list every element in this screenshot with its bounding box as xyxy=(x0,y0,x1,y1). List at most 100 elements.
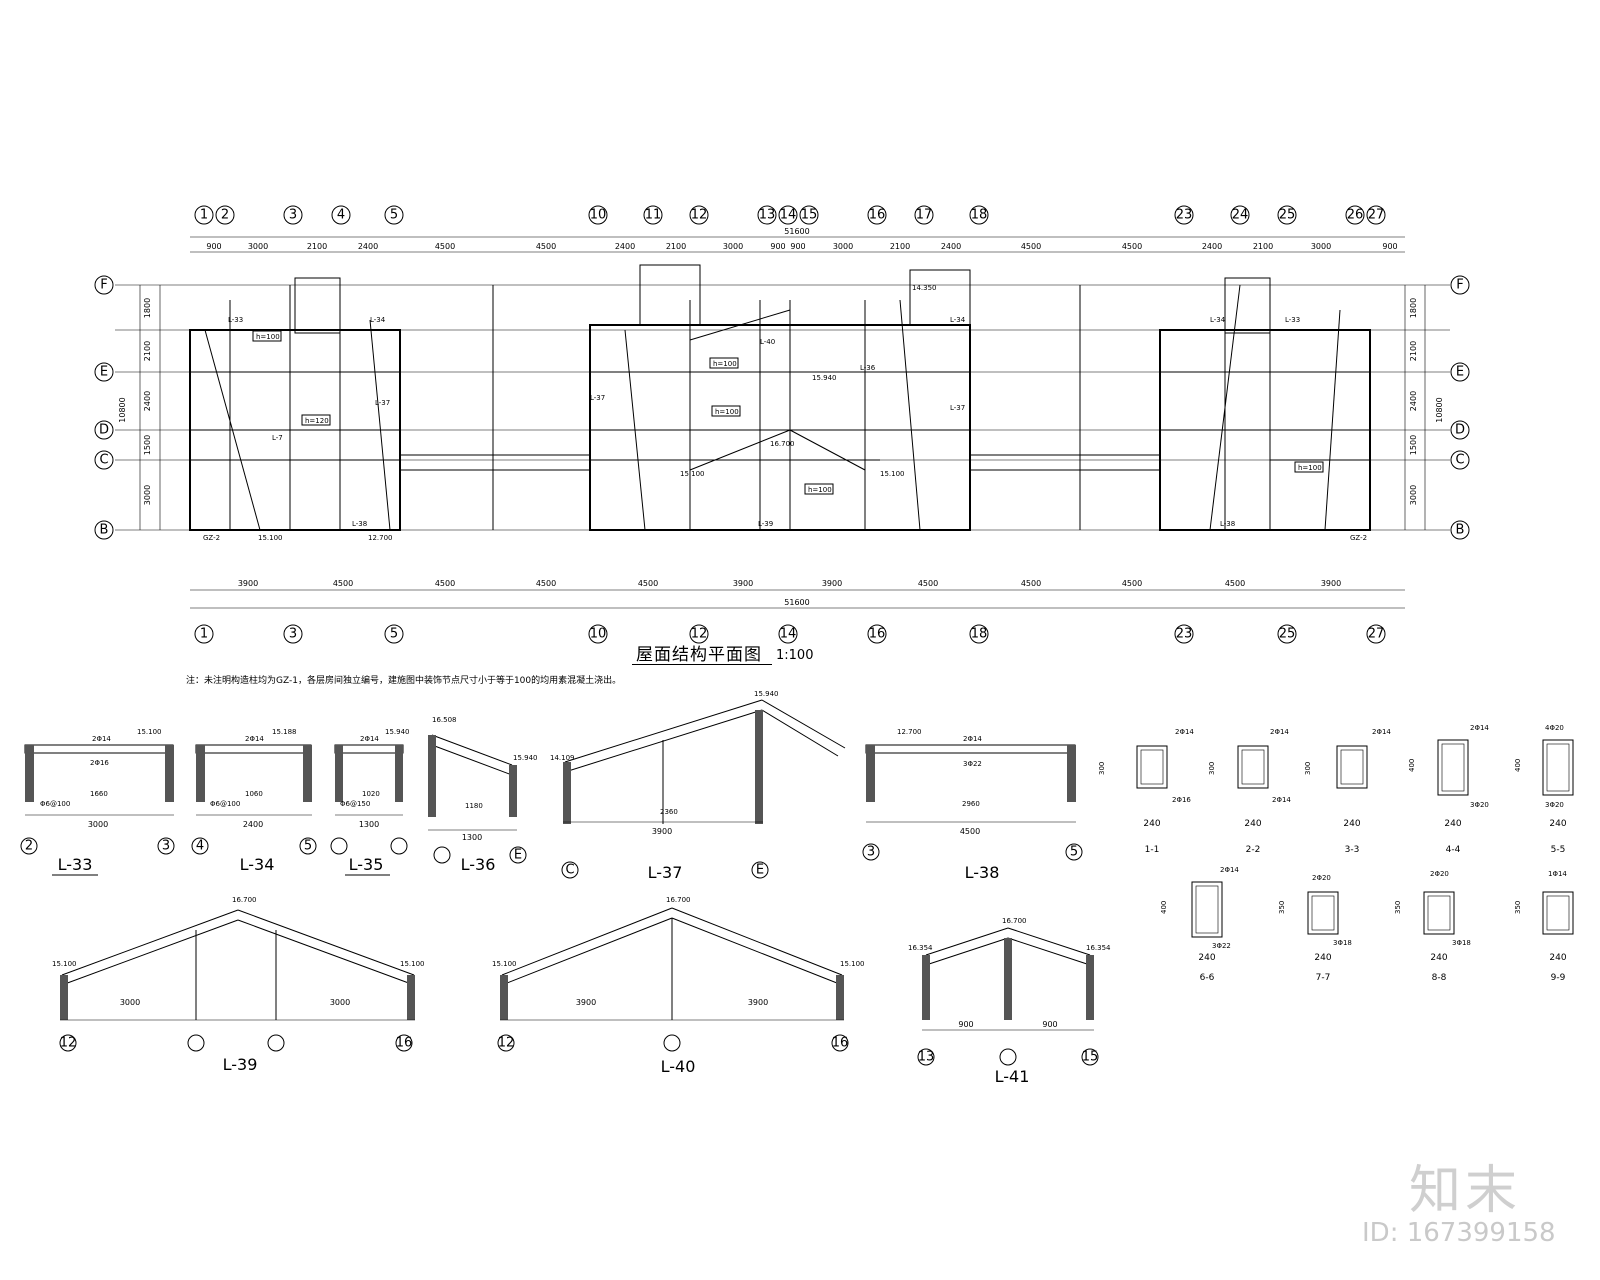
beam-elev: 15.100 xyxy=(492,960,517,968)
dim-text: 2400 xyxy=(1202,242,1222,251)
bottom-axis-bubbles: 1 3 5 10 12 14 16 18 23 25 27 xyxy=(194,624,1386,644)
section-top-bar: 2Φ20 xyxy=(1430,870,1449,878)
beam-tag: L-37 xyxy=(590,394,605,402)
section-top-bar: 4Φ20 xyxy=(1545,724,1564,732)
beam-name: L-36 xyxy=(461,855,496,874)
beam-L37: 3900 15.940 14.109 2360 C E L-37 xyxy=(550,690,846,882)
dim-text: 3000 xyxy=(248,242,268,251)
dim-text: 4500 xyxy=(1122,242,1142,251)
section-height: 350 xyxy=(1514,901,1522,914)
plan-beam-tags: L-33 L-34 L-37 L-38 L-7 L-36 L-39 L-40 G… xyxy=(203,316,1367,542)
beam-top-bar: 2Φ14 xyxy=(963,735,982,743)
axis-bubble: 10 xyxy=(590,627,607,642)
section-top-bar: 2Φ14 xyxy=(1470,724,1489,732)
beam-tag: L-36 xyxy=(860,364,876,372)
beam-elev: 15.940 xyxy=(754,690,779,698)
axis-bubble: C xyxy=(565,863,574,878)
section-bot-bar: 3Φ22 xyxy=(1212,942,1231,950)
beam-L41: 900 900 16.700 16.354 16.354 13 15 L-41 xyxy=(908,917,1111,1086)
section-width: 240 xyxy=(1198,953,1215,963)
axis-bubble: 18 xyxy=(971,208,988,223)
elevation: 15.100 xyxy=(258,534,283,542)
section-1-1: 2Φ14 2Φ16 300 240 1-1 xyxy=(1098,728,1194,855)
beam-span: 3900 xyxy=(748,998,768,1007)
axis-bubble: 13 xyxy=(918,1050,935,1065)
beam-name: L-33 xyxy=(58,855,93,874)
axis-bubble: 25 xyxy=(1279,208,1296,223)
section-width: 240 xyxy=(1343,819,1360,829)
dim-text: 1500 xyxy=(143,435,152,455)
beam-elev: 15.940 xyxy=(385,728,410,736)
dim-text: 2400 xyxy=(358,242,378,251)
beam-elev: 15.100 xyxy=(52,960,77,968)
beam-L35: 1300 15.940 2Φ14 1020 Φ6@150 L-35 xyxy=(330,728,410,876)
section-7-7: 2Φ20 3Φ18 350 240 7-7 xyxy=(1278,874,1352,983)
row-bubble: E xyxy=(100,365,108,380)
beam-mid: 1060 xyxy=(245,790,263,798)
axis-bubble: 4 xyxy=(196,839,204,854)
section-top-bar: 2Φ14 xyxy=(1372,728,1391,736)
axis-bubble: 16 xyxy=(869,208,886,223)
axis-bubble: 5 xyxy=(390,208,398,223)
dim-text: 3000 xyxy=(1409,485,1418,505)
dim-text: 4500 xyxy=(435,579,455,588)
beam-L34: 2400 15.188 2Φ14 1060 Φ6@100 4 5 L-34 xyxy=(191,728,317,874)
beam-elev: 16.354 xyxy=(908,944,933,952)
section-height: 400 xyxy=(1408,759,1416,772)
beam-mid: 2960 xyxy=(962,800,980,808)
section-width: 240 xyxy=(1549,953,1566,963)
beam-tag: L-34 xyxy=(370,316,386,324)
row-bubble: F xyxy=(100,278,107,293)
beam-bot-bar: 3Φ22 xyxy=(963,760,982,768)
beam-elev: 15.188 xyxy=(272,728,297,736)
axis-bubble: 26 xyxy=(1347,208,1364,223)
dim-text: 2100 xyxy=(1409,341,1418,361)
section-top-bar: 2Φ14 xyxy=(1175,728,1194,736)
axis-bubble: 16 xyxy=(869,627,886,642)
axis-bubble: 12 xyxy=(691,627,708,642)
dim-text: 4500 xyxy=(1021,579,1041,588)
beam-name: L-41 xyxy=(995,1067,1030,1086)
beam-L33: 3000 15.100 2Φ14 2Φ16 1660 Φ6@100 2 3 L-… xyxy=(20,728,175,876)
dim-text: 4500 xyxy=(638,579,658,588)
dim-text: 4500 xyxy=(918,579,938,588)
axis-bubble: 27 xyxy=(1368,208,1385,223)
beam-span: 4500 xyxy=(960,827,980,836)
section-6-6: 2Φ14 3Φ22 400 240 6-6 xyxy=(1160,866,1239,983)
elevation: 12.700 xyxy=(368,534,393,542)
axis-bubble: E xyxy=(514,848,522,863)
axis-bubble: 23 xyxy=(1176,208,1193,223)
beam-mid: 2360 xyxy=(660,808,678,816)
watermark-id: ID: 167399158 xyxy=(1362,1218,1556,1248)
dim-text: 3000 xyxy=(143,485,152,505)
dim-text: 3000 xyxy=(1311,242,1331,251)
beam-name: L-39 xyxy=(223,1055,258,1074)
axis-bubble: 2 xyxy=(221,208,229,223)
row-bubble: D xyxy=(1455,423,1465,438)
dim-text: 3000 xyxy=(723,242,743,251)
beam-span: 900 xyxy=(958,1020,973,1029)
right-total-dim: 10800 xyxy=(1435,397,1444,422)
beam-elev: 16.700 xyxy=(1002,917,1027,925)
dim-text: 4500 xyxy=(1021,242,1041,251)
dim-text: 2100 xyxy=(666,242,686,251)
section-name: 3-3 xyxy=(1345,845,1360,855)
dim-text: 2400 xyxy=(143,391,152,411)
left-total-dim: 10800 xyxy=(118,397,127,422)
beam-top-bar: 2Φ14 xyxy=(360,735,379,743)
dim-text: 2100 xyxy=(890,242,910,251)
axis-bubble: 3 xyxy=(867,845,875,860)
beam-name: L-37 xyxy=(648,863,683,882)
axis-bubble: 16 xyxy=(832,1036,849,1051)
left-dimensions: 1800 2100 2400 1500 3000 1800 2100 2400 … xyxy=(143,298,1418,505)
beam-elev: 16.354 xyxy=(1086,944,1111,952)
axis-bubble: 10 xyxy=(590,208,607,223)
hole-tag: h=100 xyxy=(1298,464,1322,472)
beam-tag: L-38 xyxy=(1220,520,1235,528)
section-name: 2-2 xyxy=(1246,845,1261,855)
beam-name: L-38 xyxy=(965,863,1000,882)
roof-structure-plan: 51600 51600 10800 10800 xyxy=(94,205,1470,644)
axis-bubble: 16 xyxy=(396,1036,413,1051)
plan-elevations: 15.100 15.940 16.700 15.100 12.700 14.35… xyxy=(258,284,937,542)
dim-text: 4500 xyxy=(435,242,455,251)
